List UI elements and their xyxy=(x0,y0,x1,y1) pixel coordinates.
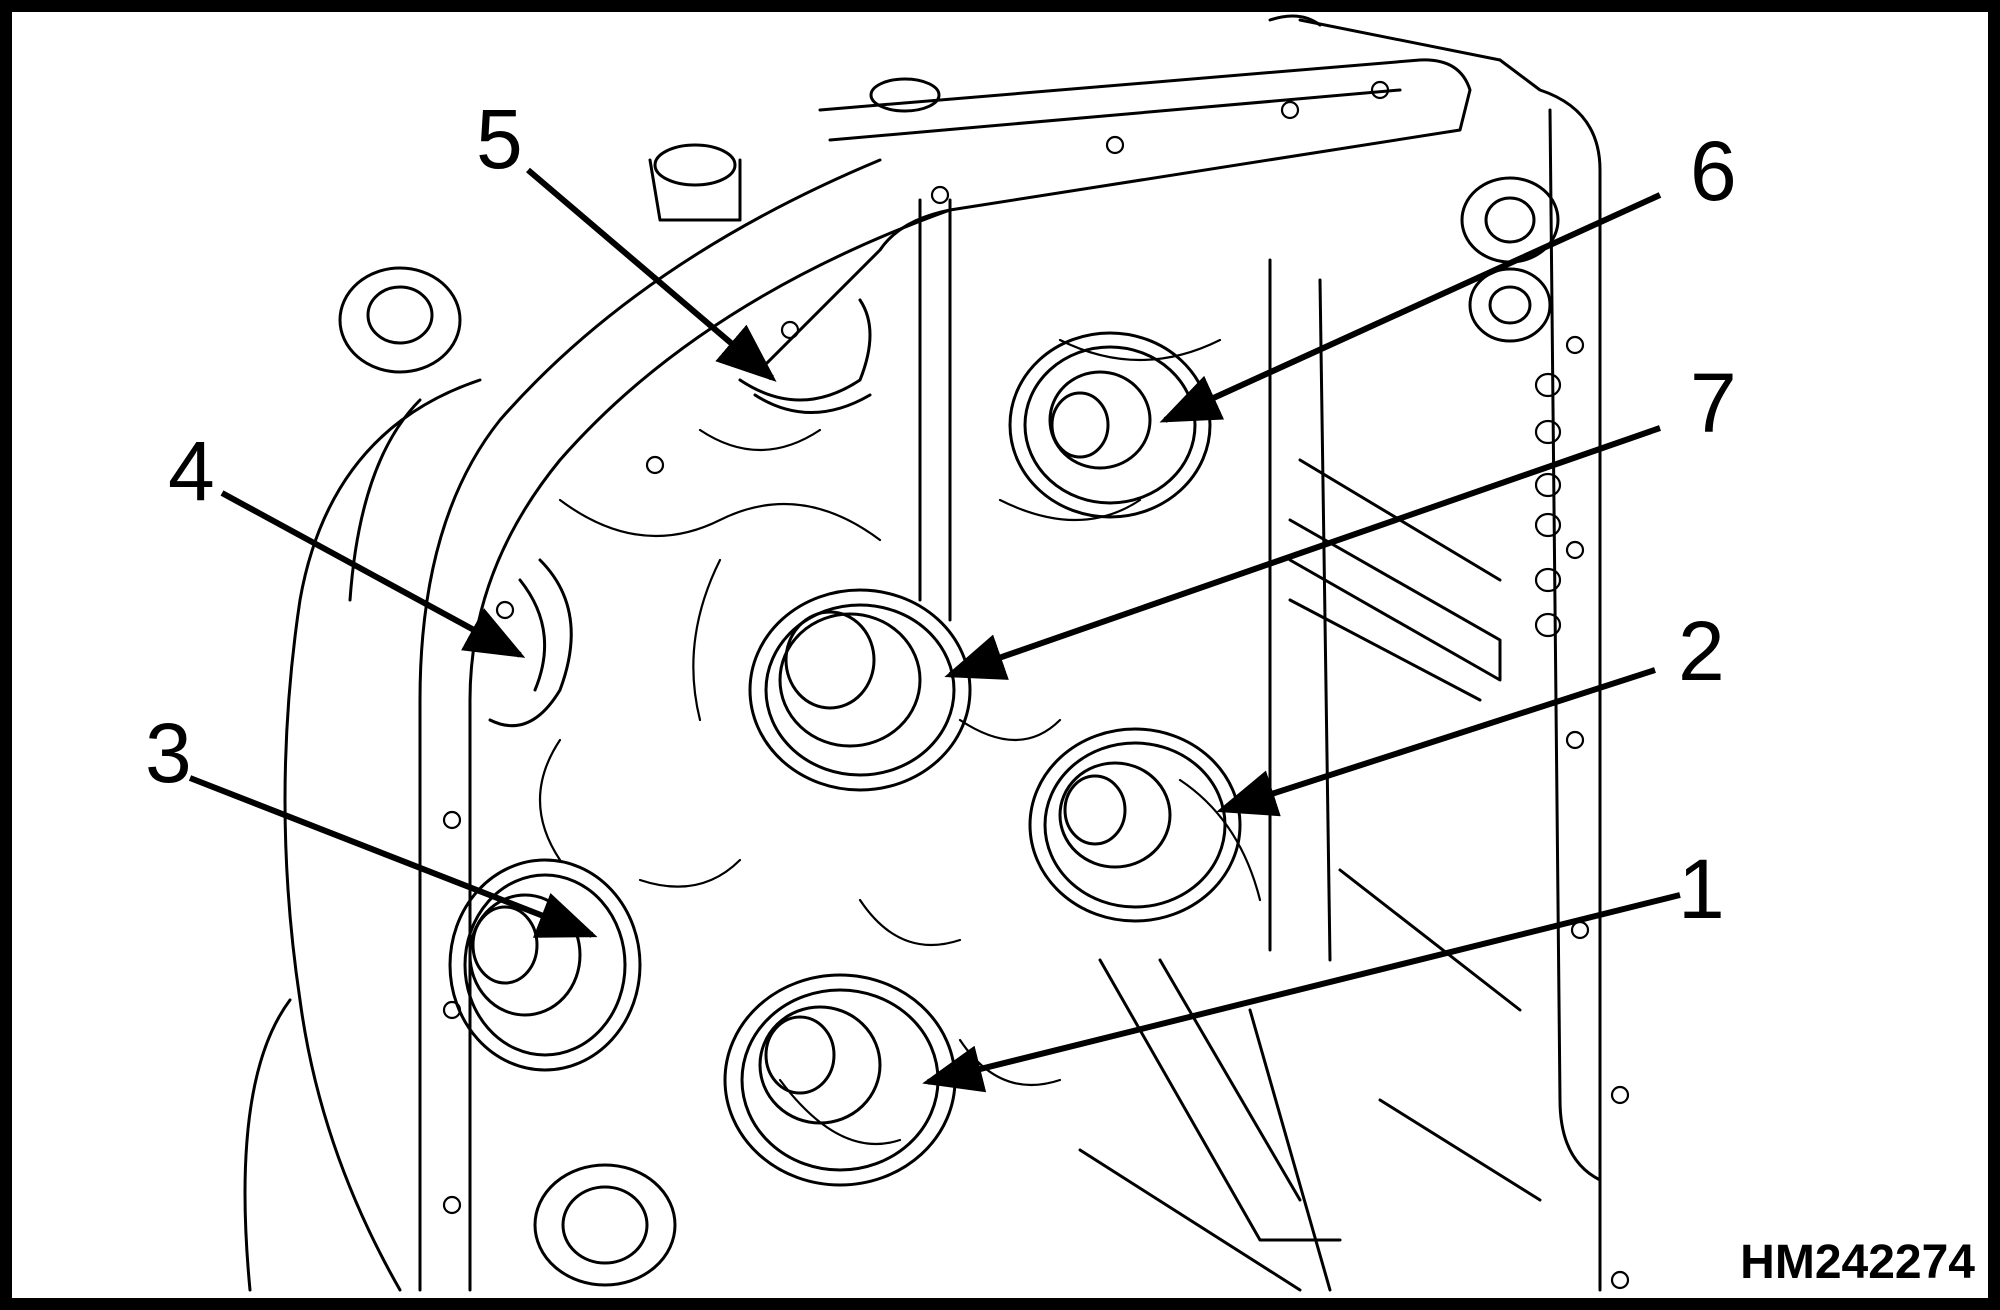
callout-4: 4 xyxy=(168,424,215,518)
callout-6: 6 xyxy=(1690,124,1737,218)
side-bolt-row xyxy=(1534,372,1562,638)
bore-4 xyxy=(488,558,573,728)
callout-leaders xyxy=(188,167,1681,1093)
callout-3: 3 xyxy=(145,706,192,800)
bore-2 xyxy=(1028,727,1242,923)
figure-reference: HM242274 xyxy=(1740,1236,1975,1289)
callout-7: 7 xyxy=(1690,356,1737,450)
callout-labels: 1 2 3 4 5 6 7 HM242274 xyxy=(145,92,1975,1289)
callout-5: 5 xyxy=(476,92,523,186)
bore-3 xyxy=(448,858,642,1072)
leader-6 xyxy=(1159,192,1662,423)
leader-4 xyxy=(220,490,526,658)
bore-6 xyxy=(1008,331,1212,519)
flange-bolt-holes xyxy=(442,80,1630,1290)
callout-1: 1 xyxy=(1678,842,1725,936)
bearing-bores xyxy=(448,298,1242,1187)
leader-1 xyxy=(922,892,1681,1093)
bore-5 xyxy=(738,298,872,414)
callout-2: 2 xyxy=(1678,604,1725,698)
bore-7 xyxy=(748,588,972,792)
leader-3 xyxy=(188,775,598,938)
leader-5 xyxy=(526,167,777,382)
leader-7 xyxy=(944,425,1661,680)
leader-2 xyxy=(1216,667,1656,817)
